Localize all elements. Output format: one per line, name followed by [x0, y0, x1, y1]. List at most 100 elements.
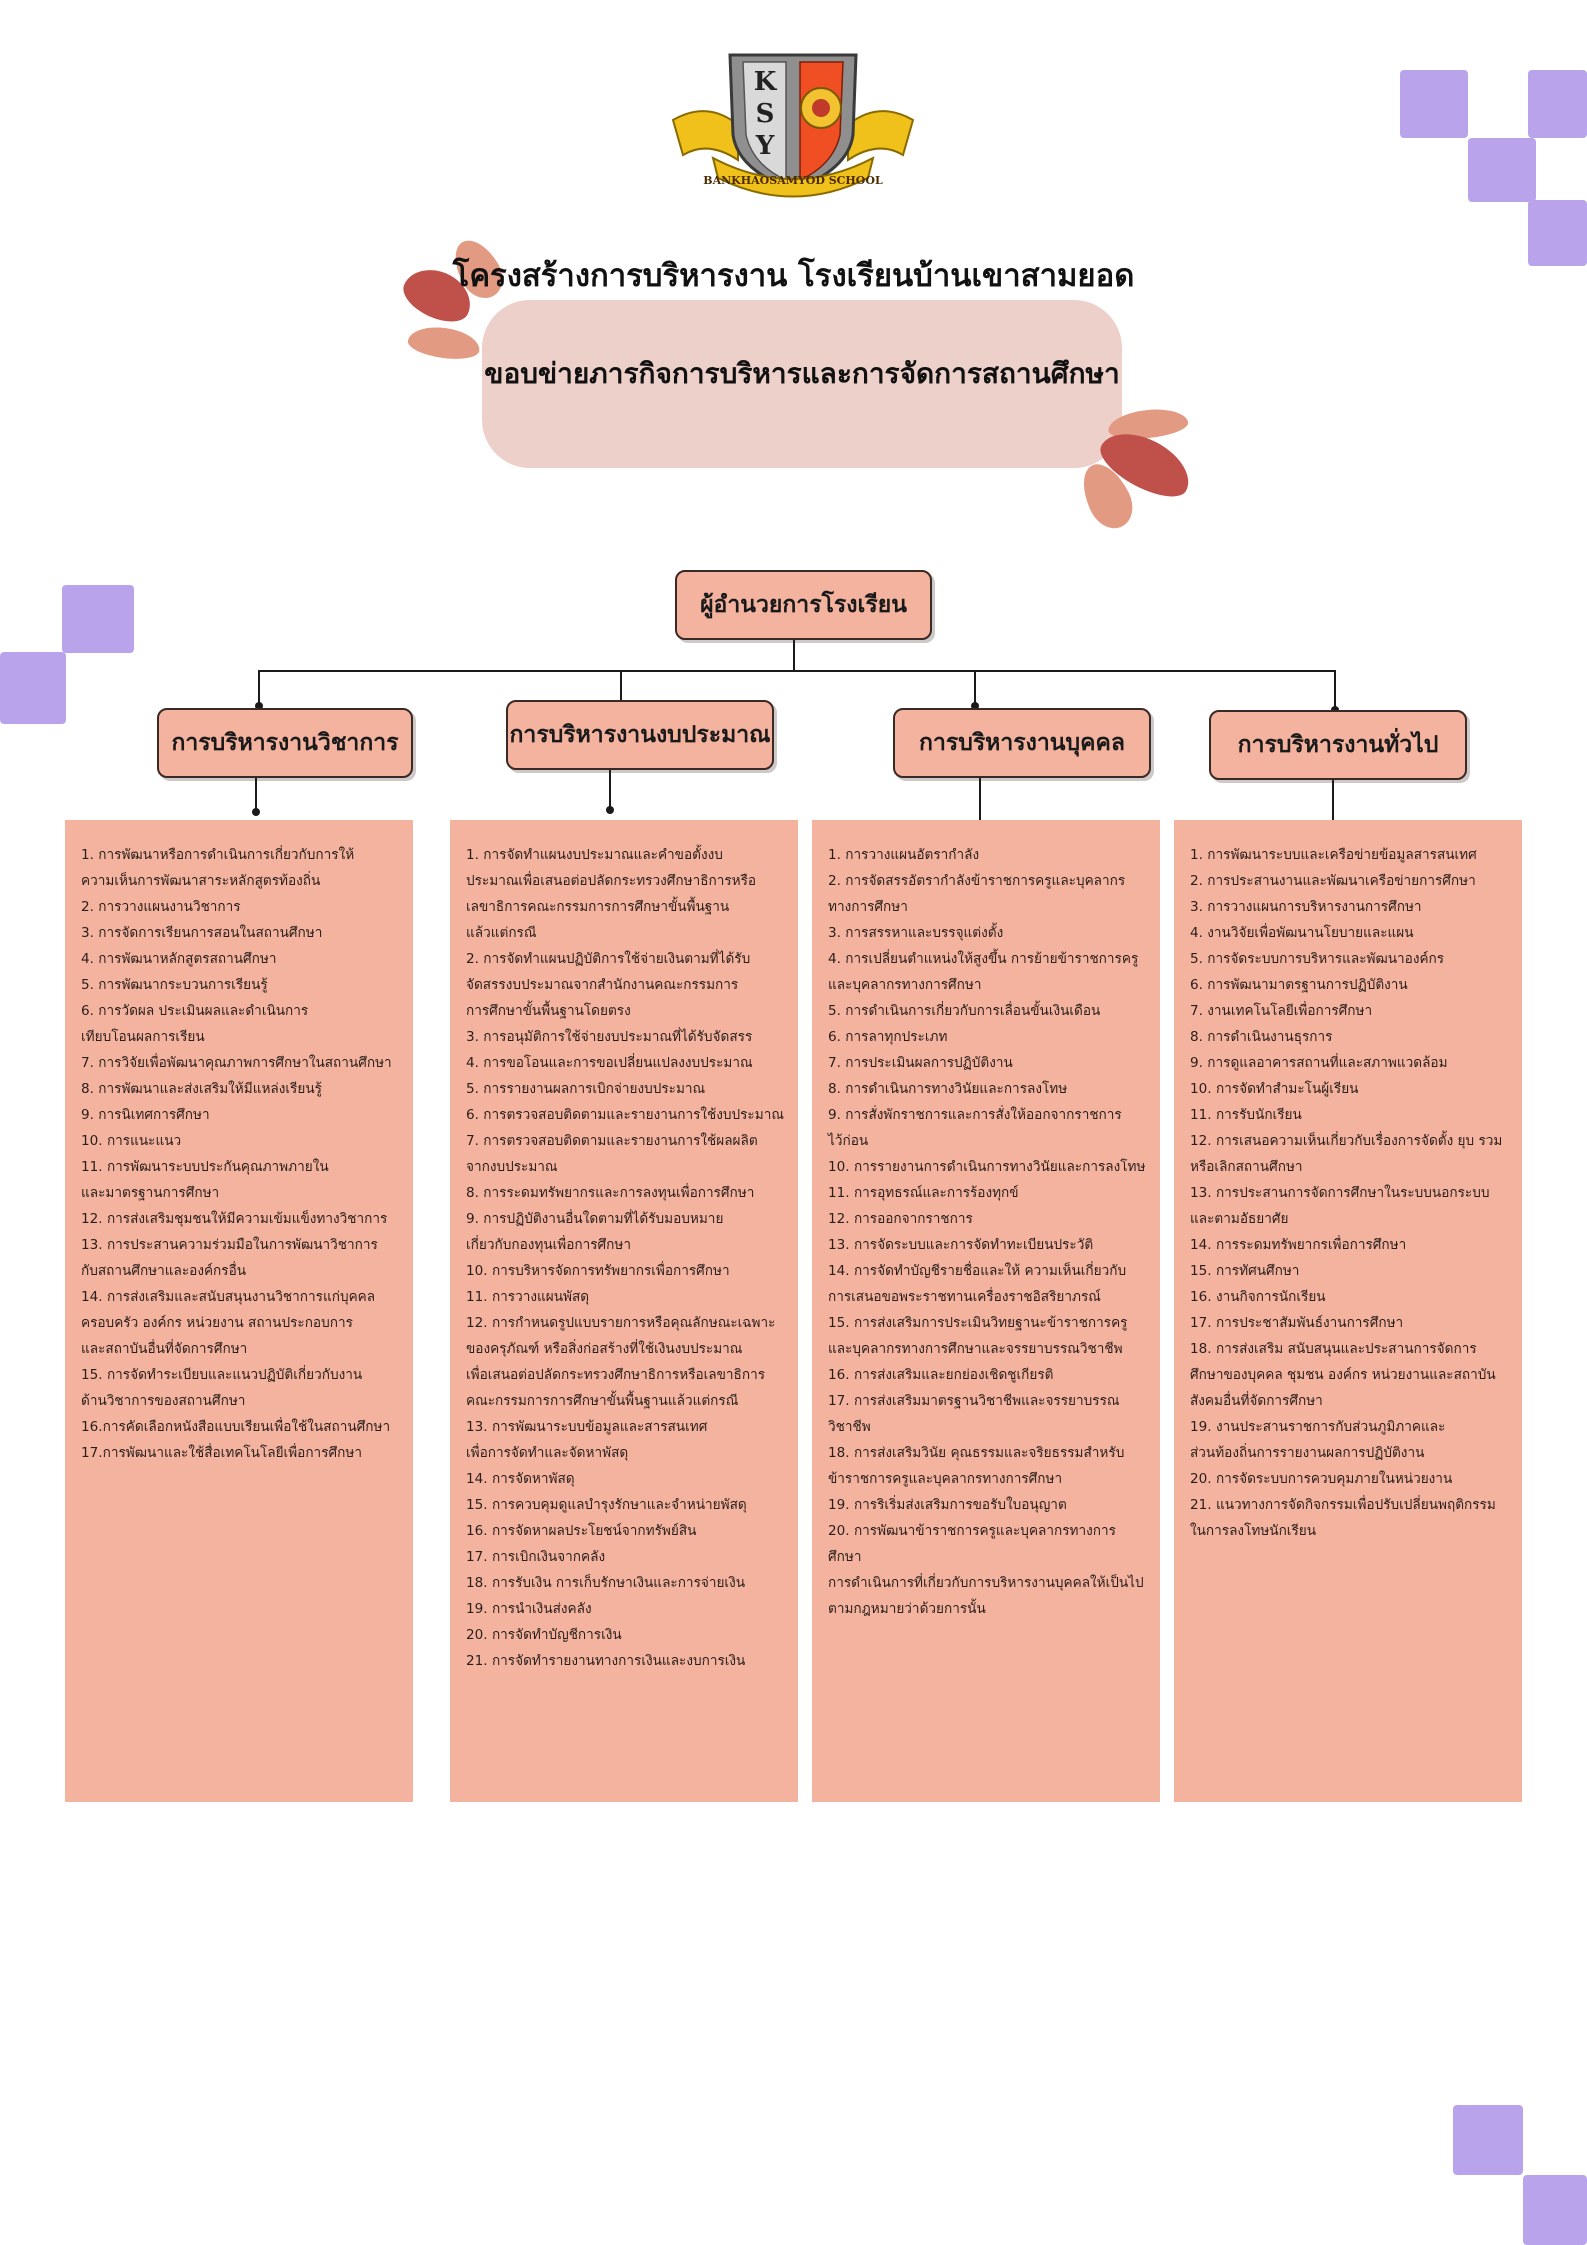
logo-letter-s: S	[756, 99, 775, 129]
task-item: 11. การพัฒนาระบบประกันคุณภาพภายใน	[81, 1159, 329, 1175]
page-subtitle: ขอบข่ายภารกิจการบริหารและการจัดการสถานศึ…	[484, 357, 1120, 390]
logo-letter-k: K	[754, 67, 778, 97]
task-item: 2. การจัดสรรอัตรากำลังข้าราชการครูและบุค…	[828, 873, 1126, 889]
task-item: 1. การพัฒนาระบบและเครือข่ายข้อมูลสารสนเท…	[1190, 847, 1477, 863]
task-item: 8. การดำเนินการทางวินัยและการลงโทษ	[828, 1081, 1068, 1097]
decor-block-left-1	[62, 585, 134, 653]
task-item: จากงบประมาณ	[466, 1159, 558, 1175]
dept-academic-box: การบริหารงานวิชาการ	[157, 708, 413, 778]
task-item: 14. การส่งเสริมและสนับสนุนงานวิชาการแก่บ…	[81, 1289, 376, 1305]
task-item: 19. การริเริ่มส่งเสริมการขอรับใบอนุญาต	[828, 1497, 1067, 1513]
task-item: 16. การส่งเสริมและยกย่องเชิดชูเกียรติ	[828, 1367, 1054, 1383]
director-box: ผู้อำนวยการโรงเรียน	[675, 570, 932, 640]
task-item: ตามกฎหมายว่าด้วยการนั้น	[828, 1601, 986, 1617]
task-item: 2. การประสานงานและพัฒนาเครือข่ายการศึกษา	[1190, 873, 1476, 889]
task-item: คณะกรรมการการศึกษาขั้นพื้นฐานแล้วแต่กรณี	[466, 1393, 739, 1409]
task-item: ส่วนท้องถิ่นการรายงานผลการปฏิบัติงาน	[1190, 1445, 1425, 1461]
task-item: 15. การส่งเสริมการประเมินวิทยฐานะข้าราชก…	[828, 1315, 1128, 1331]
connector-to-dept-1	[620, 670, 622, 700]
task-item: 17. การประชาสัมพันธ์งานการศึกษา	[1190, 1315, 1404, 1331]
connector-to-dept-3	[1334, 670, 1336, 710]
task-item: 13. การพัฒนาระบบข้อมูลและสารสนเทศ	[466, 1419, 708, 1435]
decor-block-left-2	[0, 652, 66, 724]
task-item: 9. การนิเทศการศึกษา	[81, 1107, 210, 1123]
decor-block-top-right-1	[1400, 70, 1468, 138]
connector-dept-1-col	[609, 766, 611, 812]
task-item: กับสถานศึกษาและองค์กรอื่น	[81, 1263, 247, 1279]
academic-task-list: 1. การพัฒนาหรือการดำเนินการเกี่ยวกับการใ…	[65, 820, 413, 1802]
task-item: 10. การแนะแนว	[81, 1133, 182, 1149]
task-item: ครอบครัว องค์กร หน่วยงาน สถานประกอบการ	[81, 1315, 353, 1331]
connector-dot-0	[255, 702, 263, 710]
task-item: ไว้ก่อน	[828, 1133, 869, 1149]
task-item: 17.การพัฒนาและใช้สื่อเทคโนโลยีเพื่อการศึ…	[81, 1445, 362, 1461]
task-item: จัดสรรงบประมาณจากสำนักงานคณะกรรมการ	[466, 977, 739, 993]
page-title: โครงสร้างการบริหารงาน โรงเรียนบ้านเขาสาม…	[452, 258, 1135, 294]
connector-dot-2	[971, 702, 979, 710]
task-item: 20. การจัดทำบัญชีการเงิน	[466, 1627, 622, 1643]
task-item: 20. การพัฒนาข้าราชการครูและบุคลากรทางการ…	[828, 1523, 1116, 1565]
task-item: ในการลงโทษนักเรียน	[1190, 1523, 1317, 1539]
decor-block-bottom-right-2	[1523, 2175, 1587, 2245]
task-item: 9. การปฏิบัติงานอื่นใดตามที่ได้รับมอบหมา…	[466, 1211, 724, 1227]
task-item: 14. การจัดทำบัญชีรายชื่อและให้ ความเห็นเ…	[828, 1263, 1127, 1279]
task-item: 16. การจัดหาผลประโยชน์จากทรัพย์สิน	[466, 1523, 697, 1539]
task-item: 2. การวางแผนงานวิชาการ	[81, 899, 241, 915]
logo-banner-text: BANKHAOSAMYOD SCHOOL	[703, 174, 883, 187]
task-item: เพื่อการจัดทำและจัดหาพัสดุ	[466, 1445, 629, 1461]
connector-root-down	[793, 636, 795, 670]
task-item: 15. การทัศนศึกษา	[1190, 1263, 1300, 1279]
connector-to-dept-2	[974, 670, 976, 706]
task-item: 6. การตรวจสอบติดตามและรายงานการใช้งบประม…	[466, 1107, 784, 1123]
connector-dept-3-col	[1332, 776, 1334, 820]
task-item: 12. การออกจากราชการ	[828, 1211, 973, 1227]
task-item: 2. การจัดทำแผนปฏิบัติการใช้จ่ายเงินตามที…	[466, 951, 751, 967]
task-item: 7. การประเมินผลการปฏิบัติงาน	[828, 1055, 1013, 1071]
task-item: 4. การเปลี่ยนตำแหน่งให้สูงขึ้น การย้ายข้…	[828, 951, 1139, 967]
task-item: ความเห็นการพัฒนาสาระหลักสูตรท้องถิ่น	[81, 873, 321, 889]
decor-block-bottom-right-1	[1453, 2105, 1523, 2175]
task-item: 5. การดำเนินการเกี่ยวกับการเลื่อนขั้นเงิ…	[828, 1003, 1101, 1019]
task-item: 18. การส่งเสริมวินัย คุณธรรมและจริยธรรมส…	[828, 1445, 1125, 1461]
task-item: 6. การลาทุกประเภท	[828, 1029, 948, 1045]
connector-dept-2-col	[979, 774, 981, 820]
general-task-list: 1. การพัฒนาระบบและเครือข่ายข้อมูลสารสนเท…	[1174, 820, 1522, 1802]
task-item: 18. การรับเงิน การเก็บรักษาเงินและการจ่า…	[466, 1575, 746, 1591]
task-item: 20. การจัดระบบการควบคุมภายในหน่วยงาน	[1190, 1471, 1453, 1487]
task-item: การศึกษาขั้นพื้นฐานโดยตรง	[466, 1003, 631, 1019]
task-item: 15. การจัดทำระเบียบและแนวปฏิบัติเกี่ยวกั…	[81, 1367, 363, 1383]
dept-budget-box: การบริหารงานงบประมาณ	[506, 700, 774, 770]
task-item: 12. การส่งเสริมชุมชนให้มีความเข้มแข็งทาง…	[81, 1211, 388, 1227]
task-item: การดำเนินการที่เกี่ยวกับการบริหารงานบุคค…	[828, 1575, 1144, 1591]
task-item: 11. การรับนักเรียน	[1190, 1107, 1302, 1123]
task-item: 10. การรายงานการดำเนินการทางวินัยและการล…	[828, 1159, 1146, 1175]
connector-horizontal	[258, 670, 1336, 672]
task-item: 8. การระดมทรัพยากรและการลงทุนเพื่อการศึก…	[466, 1185, 755, 1201]
task-item: 7. การวิจัยเพื่อพัฒนาคุณภาพการศึกษาในสถา…	[81, 1055, 392, 1071]
decor-block-top-right-3	[1528, 70, 1587, 138]
task-item: 8. การดำเนินงานธุรการ	[1190, 1029, 1333, 1045]
task-item: ข้าราชการครูและบุคลากรทางการศึกษา	[828, 1471, 1063, 1487]
task-item: และตามอัธยาศัย	[1190, 1211, 1289, 1227]
decor-block-top-right-4	[1528, 200, 1587, 266]
decor-block-top-right-2	[1468, 138, 1536, 202]
task-item: หรือเลิกสถานศึกษา	[1190, 1159, 1303, 1175]
task-item: 14. การจัดหาพัสดุ	[466, 1471, 575, 1487]
task-item: 13. การจัดระบบและการจัดทำทะเบียนประวัติ	[828, 1237, 1094, 1253]
task-item: 7. งานเทคโนโลยีเพื่อการศึกษา	[1190, 1003, 1373, 1019]
task-item: ทางการศึกษา	[828, 899, 908, 915]
task-item: 1. การจัดทำแผนงบประมาณและคำขอตั้งงบ	[466, 847, 723, 863]
task-item: 12. การกำหนดรูปแบบรายการหรือคุณลักษณะเฉพ…	[466, 1315, 776, 1331]
task-item: 17. การเบิกเงินจากคลัง	[466, 1549, 606, 1565]
connector-to-dept-0	[258, 670, 260, 706]
task-item: 9. การสั่งพักราชการและการสั่งให้ออกจากรา…	[828, 1107, 1122, 1123]
subtitle-banner	[482, 300, 1122, 468]
task-item: 10. การจัดทำสำมะโนผู้เรียน	[1190, 1081, 1359, 1097]
task-item: และบุคลากรทางการศึกษา	[828, 977, 982, 993]
task-item: 3. การอนุมัติการใช้จ่ายงบประมาณที่ได้รับ…	[466, 1029, 753, 1045]
task-item: 14. การระดมทรัพยากรเพื่อการศึกษา	[1190, 1237, 1407, 1253]
task-item: 4. งานวิจัยเพื่อพัฒนานโยบายและแผน	[1190, 925, 1414, 941]
task-item: 21. การจัดทำรายงานทางการเงินและงบการเงิน	[466, 1653, 746, 1669]
connector-col-dot-1	[606, 806, 614, 814]
